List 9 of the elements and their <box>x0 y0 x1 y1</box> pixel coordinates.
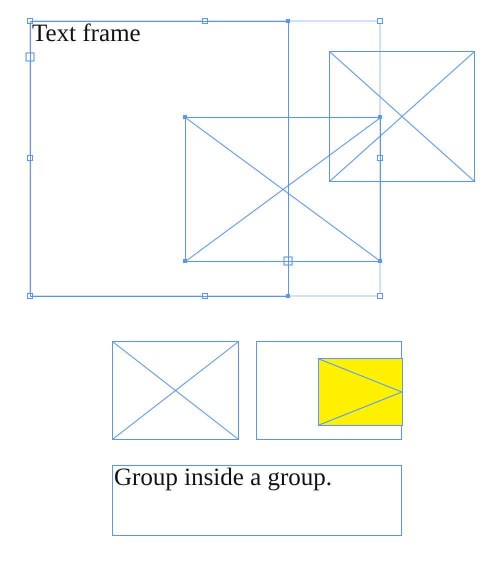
image-placeholder-frame <box>185 117 381 262</box>
image-placeholder-frame <box>256 341 402 440</box>
text-frame <box>112 465 402 536</box>
image-placeholder-frame <box>112 341 239 440</box>
frame-text: Group inside a group. <box>114 464 332 492</box>
image-placeholder-frame <box>329 51 475 182</box>
text-frame <box>30 21 289 297</box>
frame-text: Text frame <box>32 20 141 48</box>
filled-frame <box>318 358 403 426</box>
